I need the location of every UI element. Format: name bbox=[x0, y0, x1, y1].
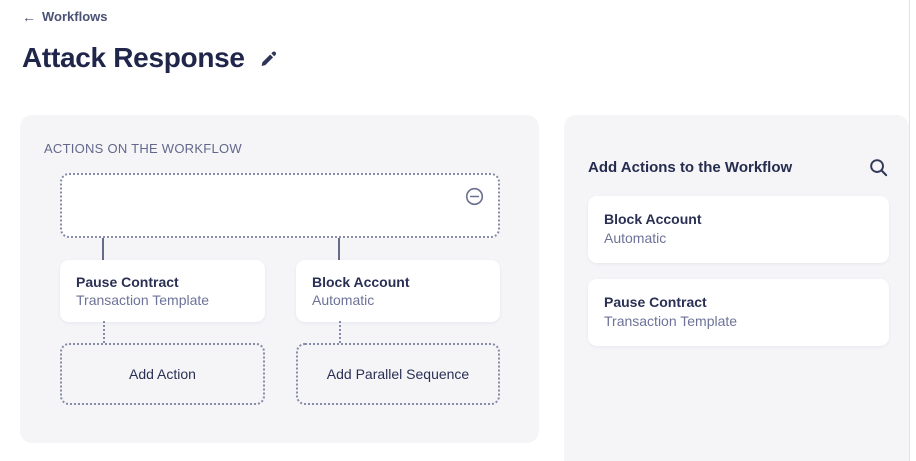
add-action-button[interactable]: Add Action bbox=[60, 343, 265, 405]
node-title: Pause Contract bbox=[76, 274, 179, 290]
add-parallel-sequence-label: Add Parallel Sequence bbox=[326, 366, 470, 382]
right-gutter bbox=[909, 0, 916, 461]
library-item-subtitle: Transaction Template bbox=[604, 313, 738, 329]
workflow-canvas-panel: ACTIONS ON THE WORKFLOW Pause Contract T… bbox=[20, 115, 539, 443]
connector-dotted-line bbox=[339, 321, 341, 343]
workflow-node-pause-contract[interactable]: Pause Contract Transaction Template bbox=[60, 260, 265, 322]
workflow-node-block-account[interactable]: Block Account Automatic bbox=[296, 260, 500, 322]
search-icon[interactable] bbox=[868, 157, 889, 178]
add-action-label: Add Action bbox=[129, 366, 196, 382]
pencil-icon[interactable] bbox=[259, 50, 278, 69]
connector-line bbox=[338, 238, 340, 260]
page-title: Attack Response bbox=[22, 42, 245, 73]
actions-library-panel: Add Actions to the Workflow Block Accoun… bbox=[564, 115, 909, 461]
add-parallel-sequence-button[interactable]: Add Parallel Sequence bbox=[296, 343, 500, 405]
node-subtitle: Transaction Template bbox=[76, 292, 210, 308]
library-item-subtitle: Automatic bbox=[604, 230, 667, 246]
library-item-pause-contract[interactable]: Pause Contract Transaction Template bbox=[588, 279, 889, 346]
back-to-workflows-link[interactable]: ← Workflows bbox=[22, 9, 108, 24]
remove-circle-icon[interactable] bbox=[465, 187, 484, 206]
workflow-root-node[interactable] bbox=[60, 173, 500, 238]
back-link-label: Workflows bbox=[42, 9, 108, 24]
canvas-panel-label: ACTIONS ON THE WORKFLOW bbox=[44, 141, 242, 156]
connector-dotted-line bbox=[103, 321, 105, 343]
library-item-title: Block Account bbox=[604, 211, 702, 227]
node-subtitle: Automatic bbox=[312, 292, 375, 308]
page-title-row: Attack Response bbox=[22, 42, 278, 74]
node-title: Block Account bbox=[312, 274, 410, 290]
library-header: Add Actions to the Workflow bbox=[588, 157, 889, 178]
library-item-title: Pause Contract bbox=[604, 294, 707, 310]
library-title: Add Actions to the Workflow bbox=[588, 159, 793, 176]
back-arrow-icon: ← bbox=[22, 8, 36, 25]
library-item-block-account[interactable]: Block Account Automatic bbox=[588, 196, 889, 263]
connector-line bbox=[102, 238, 104, 260]
